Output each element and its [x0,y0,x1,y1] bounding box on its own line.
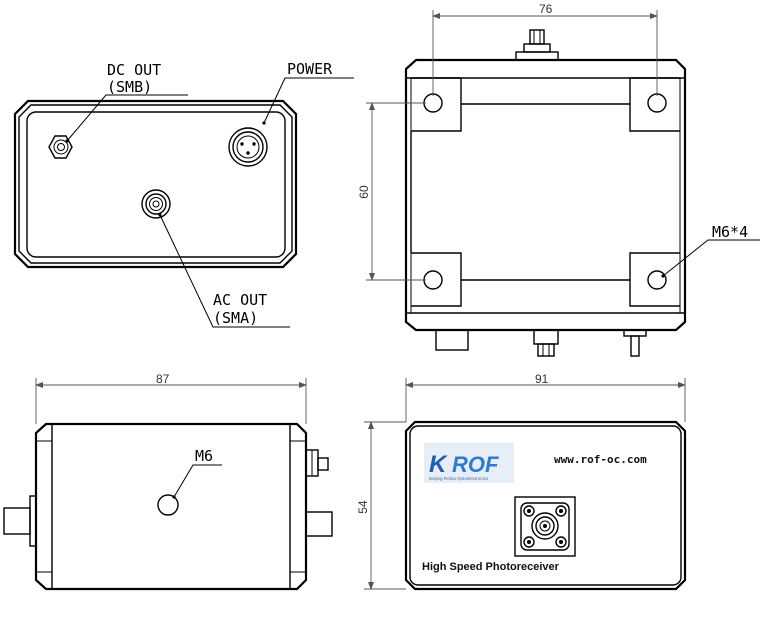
side-mounting-hole [157,494,179,516]
brand-name: ROF [452,452,499,477]
side-view-width-dimension: 87 [156,372,170,386]
side-view: M6 87 [3,372,333,591]
power-label: POWER [287,60,333,78]
side-hole-label: M6 [195,447,213,465]
rear-view-width-dimension: 91 [535,372,549,386]
top-view-width-dimension: 76 [539,2,553,16]
rear-output-connector [514,496,576,557]
dc-out-label: DC OUT [107,61,161,79]
brand-subtitle: Beijing Rofea Optoelectronics [429,476,489,481]
ac-out-connector [141,189,171,219]
front-panel-view: DC OUT (SMB) POWER AC OUT (SMA) [13,60,354,328]
top-bnc-connector [515,29,559,61]
top-view-height-dimension: 60 [357,185,371,199]
rear-panel-view: K ROF Beijing Rofea Optoelectronics www.… [356,372,687,591]
rof-logo: K ROF Beijing Rofea Optoelectronics [424,443,514,483]
ac-out-label: AC OUT [213,291,267,309]
product-name: High Speed Photoreceiver [422,561,560,573]
website-url: www.rof-oc.com [554,453,647,466]
dc-out-type-label: (SMB) [107,78,152,96]
mounting-holes-label: M6*4 [712,223,748,241]
rear-view-height-dimension: 54 [356,500,370,514]
logo-k-mark: K [429,451,448,478]
dc-out-connector [48,135,73,159]
ac-out-type-label: (SMA) [213,309,258,327]
power-connector [228,127,268,167]
bottom-connectors [435,329,647,357]
top-view: 76 60 M6*4 [357,2,760,357]
